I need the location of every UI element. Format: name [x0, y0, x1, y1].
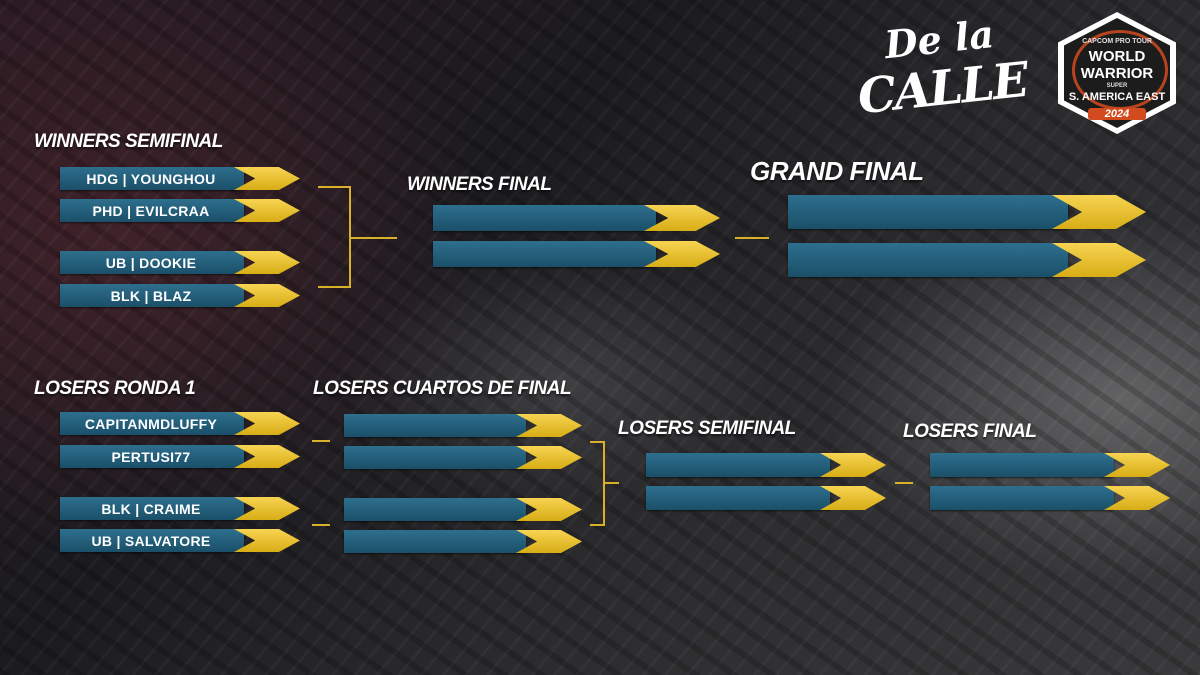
chevron-icon	[516, 446, 582, 469]
player-name	[646, 453, 828, 477]
bracket-connector	[351, 237, 397, 239]
match-slot: UB | SALVATORE	[60, 529, 300, 552]
match-slot	[930, 453, 1170, 477]
bracket-connector	[318, 286, 350, 288]
chevron-icon	[516, 498, 582, 521]
bracket-connector	[312, 524, 330, 526]
player-name	[930, 486, 1112, 510]
player-name	[433, 241, 654, 267]
match-slot: PERTUSI77	[60, 445, 300, 468]
match-slot	[344, 498, 582, 521]
badge-region: S. AMERICA EAST	[1068, 91, 1166, 103]
match-slot: UB | DOOKIE	[60, 251, 300, 274]
chevron-icon	[516, 530, 582, 553]
heading-winners-semifinal: WINNERS SEMIFINAL	[34, 131, 223, 152]
player-name: UB | DOOKIE	[105, 254, 197, 271]
chevron-icon	[234, 529, 300, 552]
chevron-icon	[234, 284, 300, 307]
badge-line1: WORLD	[1088, 48, 1146, 65]
bracket-connector	[895, 482, 913, 484]
player-name	[930, 453, 1112, 477]
de-la-calle-logo: De la CALLE	[842, 6, 1029, 142]
badge-top-text: CAPCOM PRO TOUR	[1082, 38, 1152, 45]
match-slot: HDG | YOUNGHOU	[60, 167, 300, 190]
player-name	[344, 530, 524, 553]
match-slot	[646, 453, 886, 477]
player-name: PHD | EVILCRAA	[92, 202, 210, 219]
badge-small-text: SUPER	[1106, 83, 1128, 89]
match-slot	[930, 486, 1170, 510]
player-name	[788, 195, 1066, 229]
bracket-connector	[312, 440, 330, 442]
match-slot	[433, 241, 720, 267]
match-slot: CAPITANMDLUFFY	[60, 412, 300, 435]
match-slot: BLK | CRAIME	[60, 497, 300, 520]
player-name: BLK | BLAZ	[110, 287, 192, 304]
match-slot: PHD | EVILCRAA	[60, 199, 300, 222]
match-slot	[788, 243, 1146, 277]
heading-losers-cuartos: LOSERS CUARTOS DE FINAL	[313, 378, 572, 399]
match-slot	[344, 414, 582, 437]
logo-text-bottom: CALLE	[855, 51, 1030, 126]
heading-losers-semifinal: LOSERS SEMIFINAL	[618, 418, 796, 439]
player-name: HDG | YOUNGHOU	[86, 170, 216, 187]
match-slot: BLK | BLAZ	[60, 284, 300, 307]
chevron-icon	[234, 199, 300, 222]
player-name	[646, 486, 828, 510]
match-slot	[433, 205, 720, 231]
heading-winners-final: WINNERS FINAL	[407, 174, 552, 195]
bracket-connector	[590, 524, 604, 526]
heading-grand-final: GRAND FINAL	[750, 156, 924, 186]
player-name	[788, 243, 1066, 277]
player-name: PERTUSI77	[111, 448, 191, 465]
bracket-connector	[318, 186, 350, 188]
bracket-connector	[735, 237, 769, 239]
player-name: UB | SALVATORE	[91, 532, 211, 549]
chevron-icon	[234, 167, 300, 190]
chevron-icon	[234, 497, 300, 520]
match-slot	[344, 530, 582, 553]
bracket-connector	[590, 441, 604, 443]
player-name	[344, 446, 524, 469]
bracket-connector	[603, 441, 605, 526]
badge-line2: WARRIOR	[1080, 65, 1154, 82]
chevron-icon	[234, 445, 300, 468]
chevron-icon	[516, 414, 582, 437]
player-name	[344, 414, 524, 437]
bracket-connector	[349, 186, 351, 288]
badge-year: 2024	[1088, 108, 1146, 120]
chevron-icon	[234, 412, 300, 435]
match-slot	[788, 195, 1146, 229]
match-slot	[344, 446, 582, 469]
bracket-connector	[605, 482, 619, 484]
heading-losers-ronda-1: LOSERS RONDA 1	[34, 378, 196, 399]
world-warrior-badge: CAPCOM PRO TOUR WORLD WARRIOR SUPER S. A…	[1058, 12, 1176, 134]
match-slot	[646, 486, 886, 510]
player-name: BLK | CRAIME	[101, 500, 201, 517]
chevron-icon	[234, 251, 300, 274]
heading-losers-final: LOSERS FINAL	[903, 421, 1037, 442]
player-name	[433, 205, 654, 231]
player-name: CAPITANMDLUFFY	[84, 415, 218, 432]
player-name	[344, 498, 524, 521]
